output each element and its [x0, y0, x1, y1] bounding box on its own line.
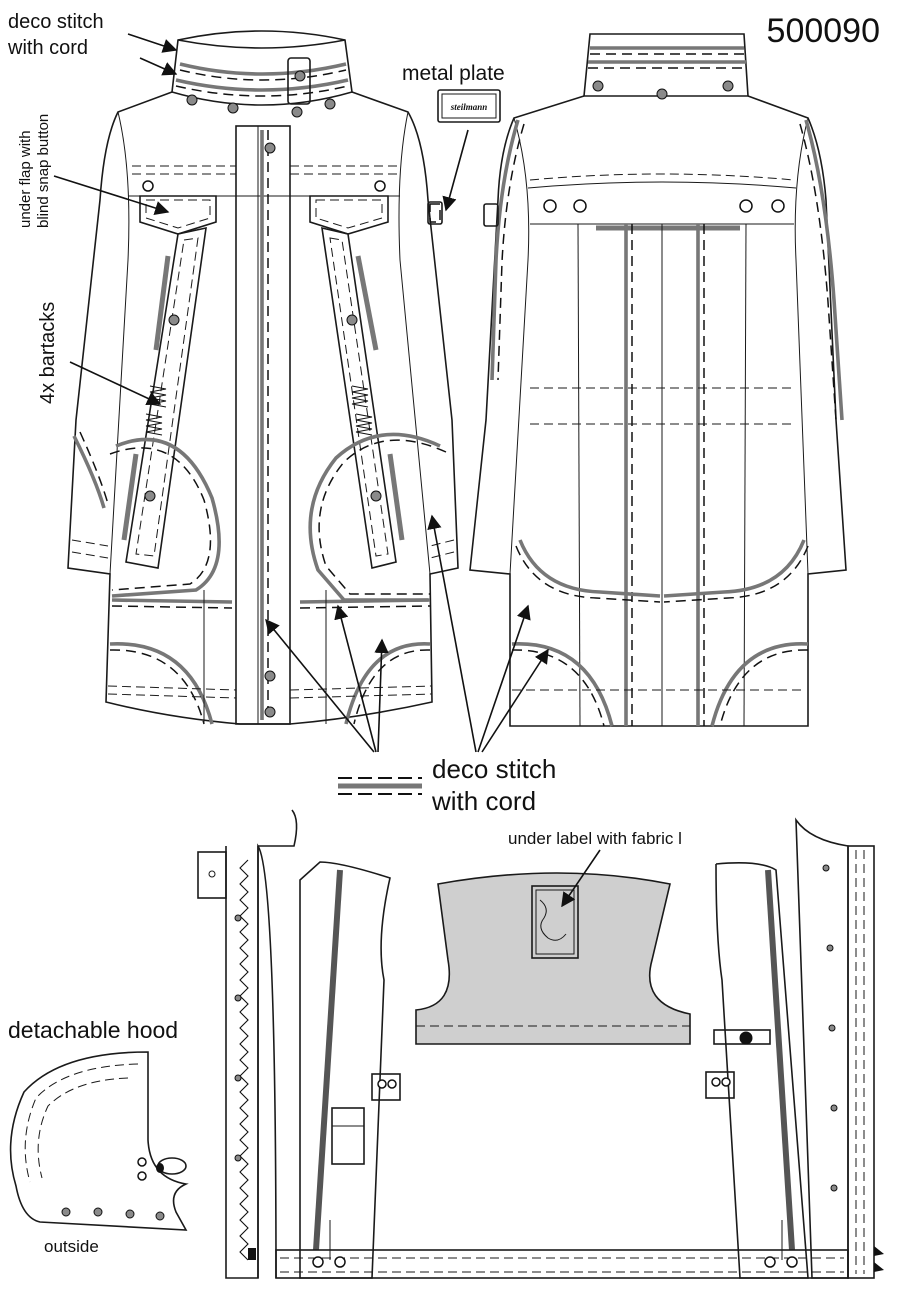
callout-metal-plate: metal plate	[402, 62, 505, 85]
callout-deco-stitch-bottom-line1: deco stitch	[432, 754, 556, 784]
inside-view-jacket	[197, 809, 884, 1279]
inside-right-front	[705, 817, 884, 1279]
callout-under-flap-line2: blind snap button	[35, 114, 52, 228]
callout-detachable-hood: detachable hood	[8, 1017, 178, 1043]
article-number: 500090	[767, 12, 880, 50]
front-collar	[171, 30, 353, 118]
front-pocket-flap-right	[309, 195, 389, 235]
inside-left-front	[197, 809, 401, 1279]
front-view-jacket	[67, 30, 459, 725]
callout-arrows	[53, 33, 601, 908]
front-placket	[235, 125, 291, 725]
callout-under-label: under label with fabric l	[508, 829, 682, 848]
front-curved-seams	[107, 432, 447, 725]
inside-hem-band	[275, 1249, 849, 1279]
callout-outside: outside	[44, 1237, 99, 1256]
callout-under-flap-line1: under flap with	[17, 130, 34, 228]
front-welt-pocket-left	[121, 226, 207, 569]
detachable-hood-drawing	[9, 1051, 189, 1231]
callout-deco-stitch-top-line1: deco stitch	[8, 11, 104, 33]
deco-stitch-legend-swatch	[338, 777, 422, 795]
back-body-outline	[469, 95, 847, 727]
front-sleeve-tab	[427, 201, 443, 225]
callout-deco-stitch-bottom-line2: with cord	[431, 786, 536, 816]
front-pocket-flap-left	[139, 195, 217, 235]
front-welt-pocket-right	[321, 226, 405, 569]
callout-deco-stitch-top-line2: with cord	[7, 37, 88, 59]
back-collar	[583, 33, 749, 100]
metal-plate-brand: steilmann	[450, 102, 488, 112]
back-view-jacket	[469, 33, 847, 727]
callout-bartacks: 4x bartacks	[37, 302, 59, 404]
metal-plate-graphic: steilmann	[437, 89, 501, 123]
